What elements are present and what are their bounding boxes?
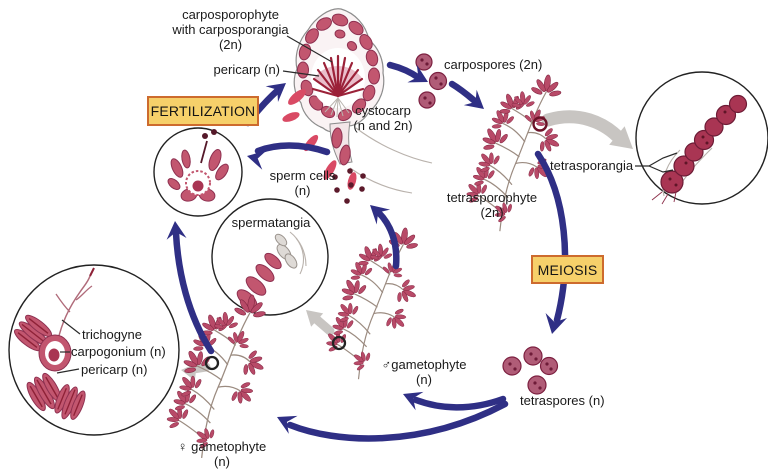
arrow-female-to-fertilization [166,221,215,355]
inset-circle-spermatangia [211,198,329,316]
female-gametophyte-plant [160,293,269,458]
arrow-carpospores-to-tetrasporophyte [448,80,484,109]
zoom-arrow-tetrasporophyte-to-inset [541,110,633,149]
tetraspores-cluster [502,346,559,395]
label-cystocarp: cystocarp (n and 2n) [353,103,413,133]
label-male-gametophyte: ♂gametophyte (n) [381,357,467,387]
arrow-tetraspores-to-female [277,400,509,442]
zoom-arrow-male-to-spermatangia [306,310,335,336]
tetrasporangium-marker [532,116,548,132]
label-spermatangia: spermatangia [231,215,311,230]
male-gametophyte-plant [320,226,421,379]
carposporophyte-pointer [286,35,333,63]
label-carpogonium: carpogonium (n) [71,344,166,359]
pericarp-pointer [282,70,320,77]
label-trichogyne: trichogyne [82,327,142,342]
spermatangium-marker [331,335,347,351]
arrow-cystocarp-to-carpospores [386,61,428,83]
inset-circle-carpogonium [8,264,180,436]
inset-circle-tetrasporangia [635,71,768,205]
arrow-male-to-sperm [370,205,400,270]
carpogonium-marker [204,355,220,371]
sperm-cells-dots [332,168,366,204]
label-pericarp-top: pericarp (n) [213,62,280,77]
label-carposporophyte: carposporophyte with carposporangia (2n) [172,7,289,52]
arrow-sperm-to-fertilization [247,142,331,170]
fertilization-box: FERTILIZATION [147,96,259,126]
label-pericarp-inset: pericarp (n) [81,362,148,377]
label-tetrasporangia: tetrasporangia [550,158,634,173]
inset-circle-fertilized-carpogonium [153,127,243,217]
label-sperm-cells: sperm cells (n) [269,168,336,198]
label-tetraspores: tetraspores (n) [520,393,605,408]
arrow-tetraspores-to-male [403,391,507,411]
carpospores-cluster [415,53,448,109]
cystocarp-illustration [282,8,433,194]
label-female-gametophyte: ♀ gametophyte (n) [177,439,267,469]
label-tetrasporophyte: tetrasporophyte (2n) [446,190,538,220]
label-carpospores: carpospores (2n) [444,57,543,72]
arrow-meiosis-arc [534,150,569,334]
meiosis-box: MEIOSIS [531,255,604,284]
tetrasporophyte-plant [460,73,564,231]
tetrasporangia-pointer [635,152,678,173]
